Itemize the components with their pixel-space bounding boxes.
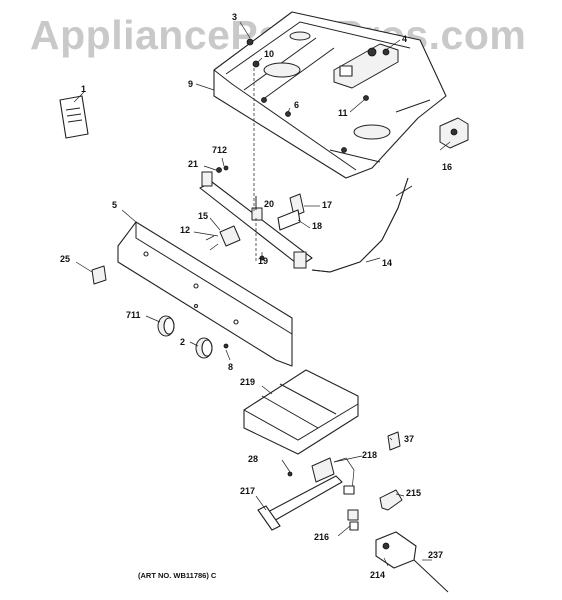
- callout-12: 12: [180, 225, 190, 235]
- callout-237: 237: [428, 550, 443, 560]
- orifice-part-216: [347, 509, 359, 531]
- callout-25: 25: [60, 254, 70, 264]
- screw-part-8: [223, 343, 229, 349]
- callout-11: 11: [338, 108, 348, 118]
- knob-part-711: [157, 315, 175, 337]
- switch-part-16: [439, 117, 469, 149]
- screw-part-6: [285, 111, 291, 117]
- callout-218: 218: [362, 450, 377, 460]
- callout-17: 17: [322, 200, 332, 210]
- screw-part-712: [223, 165, 229, 171]
- callout-2: 2: [180, 337, 185, 347]
- callout-8: 8: [228, 362, 233, 372]
- callout-28: 28: [248, 454, 258, 464]
- bracket-part-37: [387, 431, 401, 451]
- callout-214: 214: [370, 570, 385, 580]
- bracket-part-25: [91, 265, 107, 285]
- callout-4: 4: [402, 34, 407, 44]
- callout-215: 215: [406, 488, 421, 498]
- callout-10: 10: [264, 49, 274, 59]
- art-number-caption: (ART NO. WB11786) C: [138, 571, 217, 580]
- valve-part-214: [375, 531, 417, 569]
- callout-712: 712: [212, 145, 227, 155]
- callout-711: 711: [126, 310, 141, 320]
- bracket-part-18: [277, 209, 301, 231]
- callout-37: 37: [404, 434, 414, 444]
- bracket-part-17: [289, 193, 305, 217]
- callout-219: 219: [240, 377, 255, 387]
- valve-assembly-part-4: [333, 43, 399, 89]
- manifold-pipe-part-14: [311, 177, 413, 273]
- callout-1: 1: [81, 84, 86, 94]
- screw-part-3: [246, 38, 254, 46]
- callout-20: 20: [264, 199, 274, 209]
- screw-part-28: [287, 471, 293, 477]
- callout-14: 14: [382, 258, 392, 268]
- callout-19: 19: [258, 256, 268, 266]
- oven-burner-part-217: [257, 475, 343, 531]
- leader-lines: [73, 21, 451, 567]
- tube-part-237: [413, 559, 449, 593]
- bracket-part-215: [379, 489, 403, 511]
- ignitor-switch-part-12: [205, 225, 241, 251]
- callout-217: 217: [240, 486, 255, 496]
- screw-part-21: [216, 167, 222, 173]
- callout-15: 15: [198, 211, 208, 221]
- callout-3: 3: [232, 12, 237, 22]
- knob-part-2: [195, 337, 213, 359]
- callout-labels: 1 3 4 10 9 6 11 16 712 21 20 5 17 18 15 …: [60, 12, 452, 580]
- callout-6: 6: [294, 100, 299, 110]
- screw-part-11: [363, 95, 369, 101]
- callout-18: 18: [312, 221, 322, 231]
- callout-216: 216: [314, 532, 329, 542]
- burner-box: [213, 11, 447, 179]
- igniter-part-218: [311, 457, 355, 495]
- callout-5: 5: [112, 200, 117, 210]
- callout-21: 21: [188, 159, 198, 169]
- burner-shield-part-219: [243, 369, 359, 455]
- callout-9: 9: [188, 79, 193, 89]
- literature-part-1: [59, 95, 89, 139]
- callout-16: 16: [442, 162, 452, 172]
